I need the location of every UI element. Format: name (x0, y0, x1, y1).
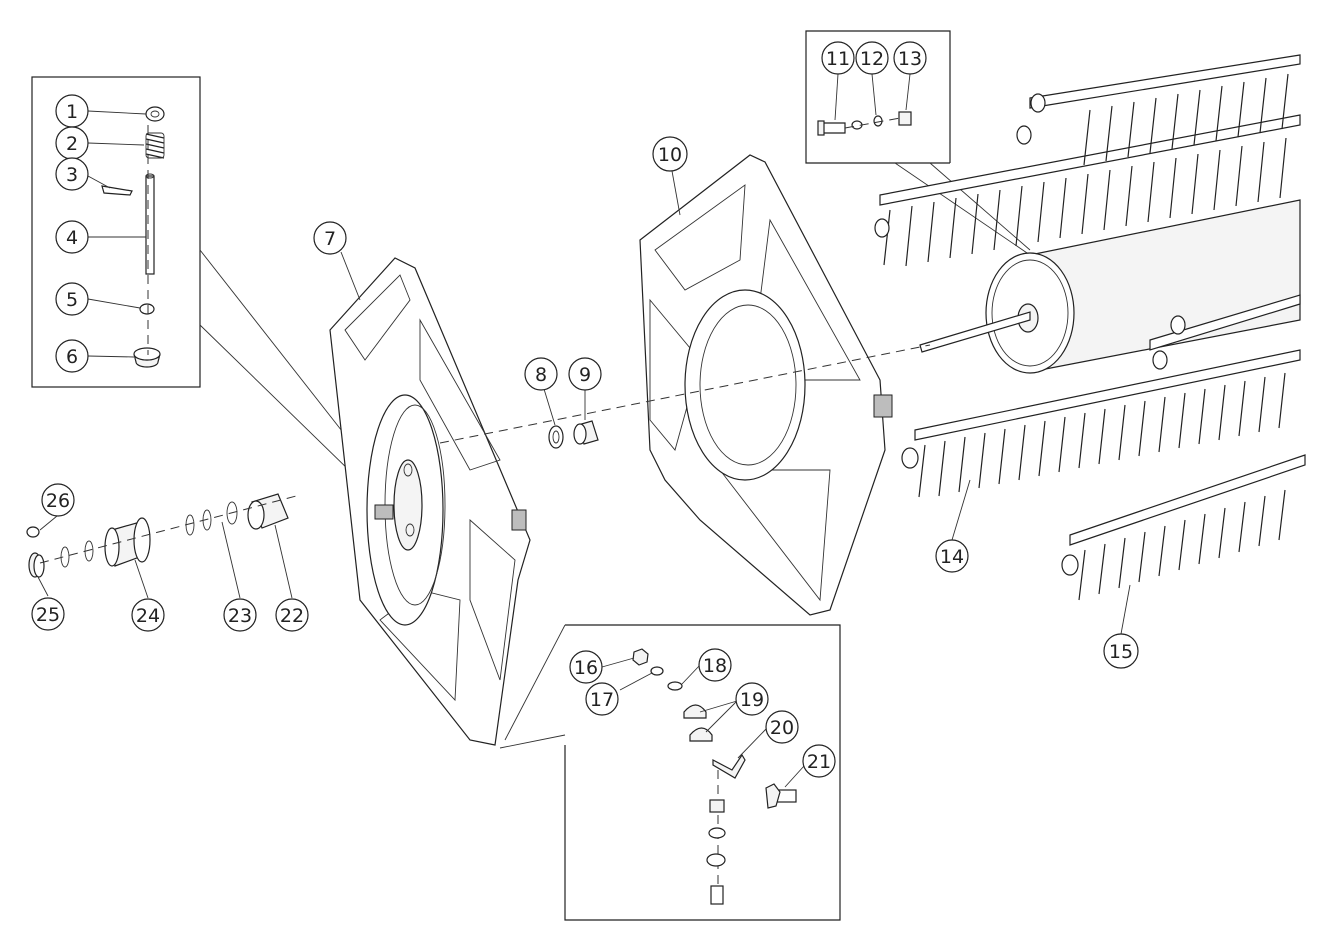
callout-label: 5 (66, 289, 78, 311)
callout-label: 15 (1109, 641, 1133, 663)
part-11-bolt (817, 120, 846, 136)
part-20-bracket (712, 753, 746, 779)
callout-4: 4 (55, 220, 89, 254)
callout-label: 10 (658, 144, 682, 166)
callout-6: 6 (55, 339, 89, 373)
callout-9: 9 (568, 357, 602, 391)
callout-23: 23 (223, 598, 257, 632)
leader-lines (37, 73, 1131, 788)
part-25-bushing (28, 552, 45, 578)
callout-3: 3 (55, 157, 89, 191)
callout-19: 19 (735, 682, 769, 716)
callout-label: 22 (280, 605, 304, 627)
callout-16: 16 (569, 650, 603, 684)
callout-8: 8 (524, 357, 558, 391)
callout-2: 2 (55, 126, 89, 160)
callout-label: 12 (860, 48, 884, 70)
callout-label: 26 (46, 490, 70, 512)
callout-label: 11 (826, 48, 850, 70)
part-18-washer (667, 681, 683, 691)
callout-label: 13 (898, 48, 922, 70)
callout-label: 18 (703, 655, 727, 677)
part-6-cap (133, 347, 161, 368)
reel-tube (919, 199, 1301, 374)
callout-label: 23 (228, 605, 252, 627)
shim-stack-left (60, 540, 94, 568)
callout-label: 9 (579, 364, 591, 386)
detail-box-top (805, 30, 1031, 256)
callout-label: 14 (940, 546, 964, 568)
callout-label: 4 (66, 227, 78, 249)
callout-label: 6 (66, 346, 78, 368)
callout-21: 21 (802, 744, 836, 778)
part-16-nut (632, 648, 649, 666)
callout-label: 24 (136, 605, 160, 627)
callout-17: 17 (585, 682, 619, 716)
callout-label: 7 (324, 228, 336, 250)
part-23-shims (185, 501, 238, 536)
part-14-tine-bar (901, 294, 1301, 498)
part-1-washer (145, 106, 165, 122)
part-2-spring (145, 132, 165, 159)
assembly-axes (39, 117, 931, 564)
part-13-nut (898, 111, 912, 126)
callout-18: 18 (698, 648, 732, 682)
part-4-rod (145, 173, 155, 275)
part-9-bushing (573, 420, 599, 445)
callout-20: 20 (765, 710, 799, 744)
callout-label: 20 (770, 717, 794, 739)
callout-1: 1 (55, 94, 89, 128)
callout-24: 24 (131, 598, 165, 632)
part-10-reel-spider-frame (639, 154, 893, 616)
callout-label: 2 (66, 133, 78, 155)
tine-bar-upper (874, 54, 1301, 267)
callout-label: 17 (590, 689, 614, 711)
callout-15: 15 (1103, 633, 1139, 669)
callout-10: 10 (652, 136, 688, 172)
callout-label: 8 (535, 364, 547, 386)
part-19-clamp (683, 704, 713, 742)
part-7-reel-spider-frame (329, 257, 531, 746)
callout-label: 25 (36, 604, 60, 626)
callout-label: 16 (574, 657, 598, 679)
part-8-washer (548, 425, 564, 449)
part-21-bolt (765, 783, 797, 809)
callout-7: 7 (313, 221, 347, 255)
callout-11: 11 (821, 41, 855, 75)
callout-label: 3 (66, 164, 78, 186)
part-26-plug (26, 526, 40, 538)
callout-25: 25 (31, 597, 65, 631)
part-17-washer (650, 666, 664, 676)
part-15-tine-bar (1061, 454, 1306, 601)
callout-14: 14 (935, 539, 969, 573)
part-5-washer (139, 303, 155, 315)
callout-13: 13 (893, 41, 927, 75)
callout-label: 21 (807, 751, 831, 773)
callout-label: 19 (740, 689, 764, 711)
part-24-hub (104, 517, 151, 567)
part-3-cotter-pin (101, 185, 133, 196)
detail-box-bottom (499, 624, 841, 921)
part-22-bushing (247, 493, 289, 530)
callout-22: 22 (275, 598, 309, 632)
callout-26: 26 (41, 483, 75, 517)
fastener-stack (706, 770, 726, 905)
callout-12: 12 (855, 41, 889, 75)
callout-label: 1 (66, 101, 78, 123)
callout-5: 5 (55, 282, 89, 316)
